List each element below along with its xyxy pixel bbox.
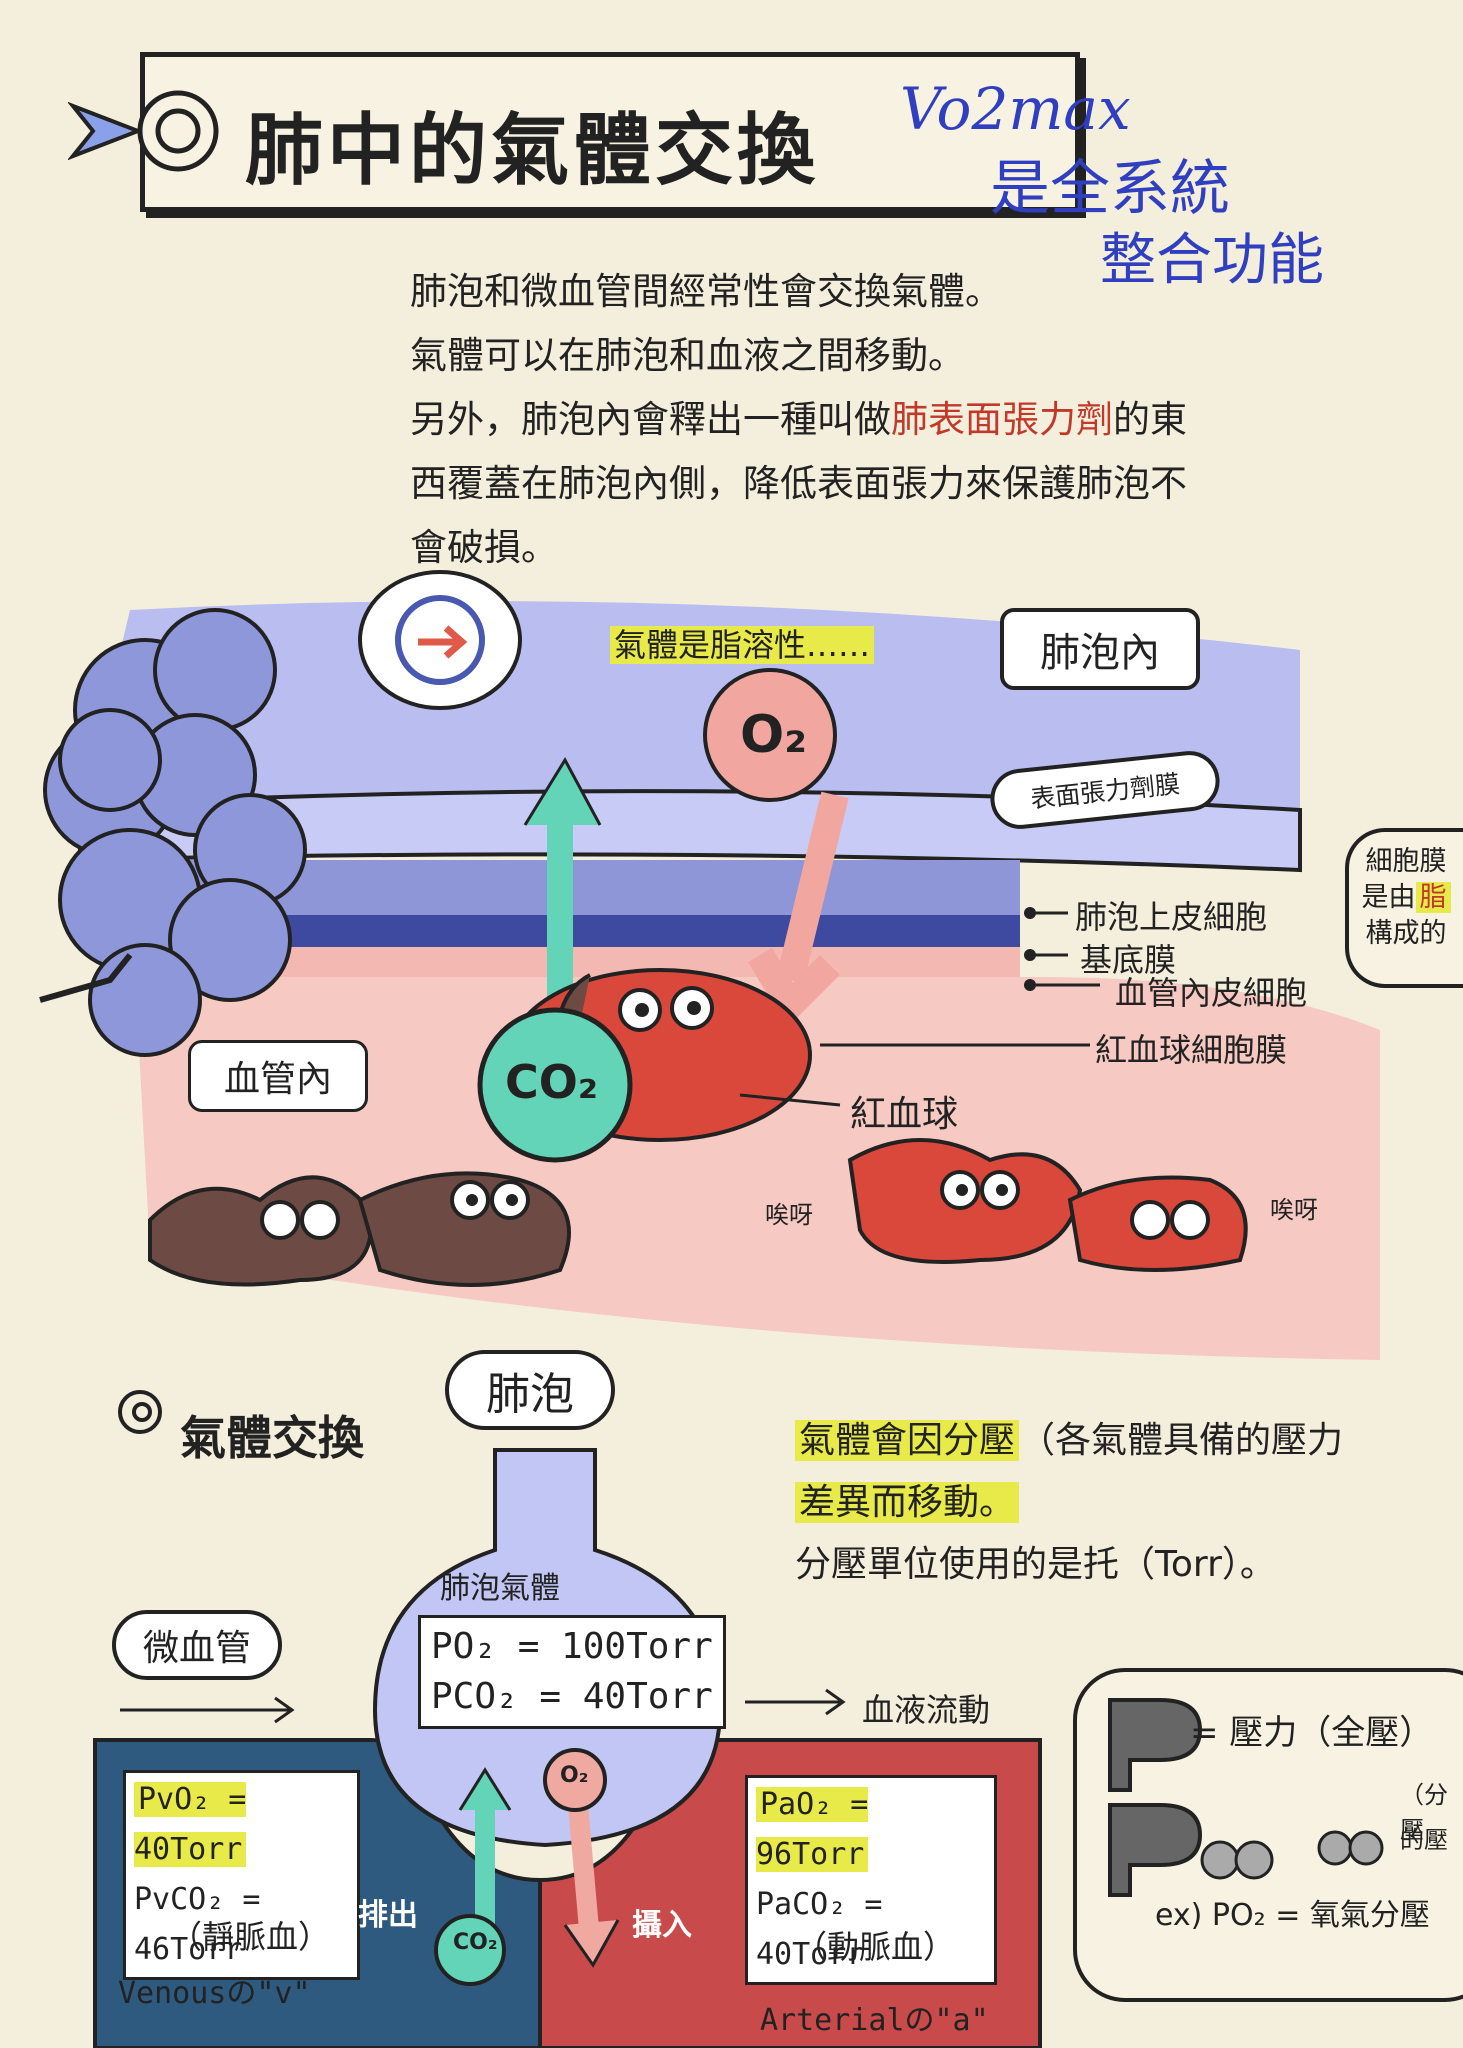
alveolus-inside-label: 肺泡內: [1000, 608, 1200, 690]
venous-note: Venousの"v": [118, 1976, 311, 2011]
legend-p-text: = 壓力（全壓）: [1190, 1713, 1434, 1753]
intro-paragraph: 肺泡和微血管間經常性會交換氣體。 氣體可以在肺泡和血液之間移動。 另外，肺泡內會…: [410, 260, 1187, 580]
intake-label: 攝入: [632, 1908, 692, 1943]
handwritten-note-2: 是全系統: [990, 154, 1230, 224]
surfactant-term: 肺表面張力劑: [891, 398, 1113, 441]
alveolar-po2: PO₂ = 100Torr: [431, 1626, 713, 1667]
section-heading: 氣體交換: [180, 1411, 364, 1465]
alveolar-gas-label: 肺泡氣體: [440, 1571, 560, 1606]
epithelium-label: 肺泡上皮細胞: [1075, 898, 1268, 936]
arterial-note: Arterialの"a": [760, 2003, 989, 2038]
fat-soluble-label: 氣體是脂溶性……: [610, 620, 875, 666]
swirl-icon: [118, 1390, 162, 1434]
intro-line: 另外，肺泡內會釋出一種叫做肺表面張力劑的東: [410, 398, 1187, 441]
page-title: 肺中的氣體交換: [245, 106, 820, 196]
alveolus-bubble: 肺泡: [445, 1350, 615, 1430]
capillary-label: 微血管: [112, 1610, 282, 1680]
title-box: [140, 52, 1080, 212]
endothelium-label: 血管內皮細胞: [1115, 974, 1308, 1012]
rbc-label: 紅血球: [850, 1094, 959, 1135]
handwritten-note-3: 整合功能: [1100, 228, 1324, 293]
handwritten-note-1: Vo2max: [900, 75, 1131, 143]
co2-small-label: CO₂: [453, 1930, 498, 1955]
arterial-po2: PaO₂ = 96Torr: [756, 1787, 869, 1872]
rbc-membrane-label: 紅血球細胞膜: [1095, 1031, 1288, 1069]
intro-line: 西覆蓋在肺泡內側，降低表面張力來保護肺泡不: [410, 462, 1187, 505]
venous-po2: PvO₂ = 40Torr: [134, 1782, 247, 1867]
alveolar-values-box: PO₂ = 100Torr PCO₂ = 40Torr: [418, 1615, 726, 1729]
ribbon-icon: [68, 90, 219, 172]
arterial-label: （動脈血）: [795, 1928, 956, 1966]
oops-right-label: 唉呀: [1270, 1196, 1318, 1224]
legend-pxx-a: （分壓: [1400, 1781, 1448, 1844]
o2-label: O₂: [740, 705, 807, 765]
vessel-inside-label: 血管內: [188, 1040, 368, 1112]
intro-line: 肺泡和微血管間經常性會交換氣體。: [410, 270, 1002, 313]
blood-flow-label: 血液流動: [862, 1691, 991, 1729]
basement-membrane-label: 基底膜: [1080, 941, 1177, 979]
section2-desc: 氣體會因分壓（各氣體具備的壓力 差異而移動。 分壓單位使用的是托（Torr）。: [795, 1420, 1344, 1585]
venous-values-box: PvO₂ = 40Torr PvCO₂ = 46Torr: [123, 1770, 360, 1980]
arterial-pco2: PaCO₂ = 40Torr: [756, 1887, 883, 1972]
exhale-label: 排出: [358, 1898, 418, 1933]
intro-line: 會破損。: [410, 526, 558, 569]
intro-line: 氣體可以在肺泡和血液之間移動。: [410, 334, 965, 377]
legend-pxx-b: 的壓: [1400, 1826, 1448, 1854]
gas-exchange-diagram: [39, 570, 1380, 1360]
oops-left-label: 唉呀: [765, 1201, 813, 1229]
side-note: 細胞膜 是由脂 構成的: [1345, 828, 1463, 988]
venous-label: （靜脈血）: [170, 1918, 331, 1956]
legend-example: ex) PO₂ = 氧氣分壓: [1155, 1898, 1430, 1933]
venous-pco2: PvCO₂ = 46Torr: [134, 1882, 261, 1967]
o2-small-label: O₂: [560, 1763, 589, 1788]
co2-label: CO₂: [505, 1055, 599, 1109]
arterial-values-box: PaO₂ = 96Torr PaCO₂ = 40Torr: [745, 1775, 997, 1985]
alveolar-pco2: PCO₂ = 40Torr: [431, 1676, 713, 1717]
